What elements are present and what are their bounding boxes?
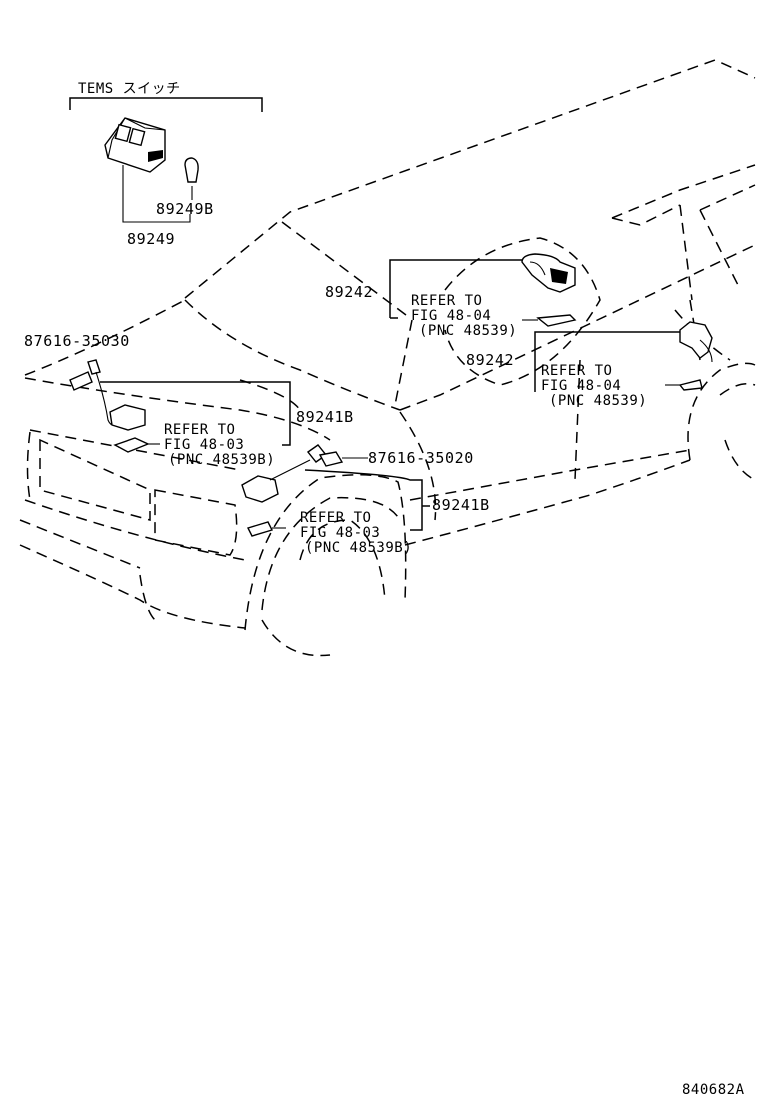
gasket-lower [247,521,273,537]
ref-top-l2: FIG 48-04 [411,308,491,324]
gasket-right [678,379,703,391]
label-89242-top: 89242 [325,283,373,301]
ref-top-l1: REFER TO [411,293,482,309]
ref-top-l3: (PNC 48539) [419,323,517,339]
ref-right-l2: FIG 48-04 [541,378,621,394]
gasket-top [536,314,577,327]
label-89241b-lower: 89241B [432,496,490,514]
front-harness-upper [69,359,291,453]
gasket-front [113,437,150,453]
label-87616-35030: 87616-35030 [24,332,130,350]
figure-code: 840682A [682,1082,745,1098]
ref-lower-l1: REFER TO [300,510,371,526]
tems-switch-group [69,97,263,223]
ref-front-l1: REFER TO [164,422,235,438]
label-89242-right: 89242 [466,351,514,369]
tems-switch-title: TEMS スイッチ [78,81,181,97]
ref-right-l3: (PNC 48539) [549,393,647,409]
callout-labels: TEMS スイッチ 89249B 89249 89242 89242 87616… [24,81,745,1098]
ref-lower-l3: (PNC 48539B) [305,540,412,556]
ref-front-l3: (PNC 48539B) [168,452,275,468]
tems-switch-part [104,117,166,173]
ref-front-l2: FIG 48-03 [164,437,244,453]
car-body-outline [19,59,756,657]
door-lamp-top [389,253,577,327]
label-89249b: 89249B [156,200,214,218]
front-harness-lower [241,444,430,537]
label-89249: 89249 [127,230,175,248]
label-87616-35020: 87616-35020 [368,449,474,467]
ref-lower-l2: FIG 48-03 [300,525,380,541]
label-89241b-upper: 89241B [296,408,354,426]
door-lamp-right [534,321,713,392]
ref-right-l1: REFER TO [541,363,612,379]
bulb-part [184,157,199,183]
